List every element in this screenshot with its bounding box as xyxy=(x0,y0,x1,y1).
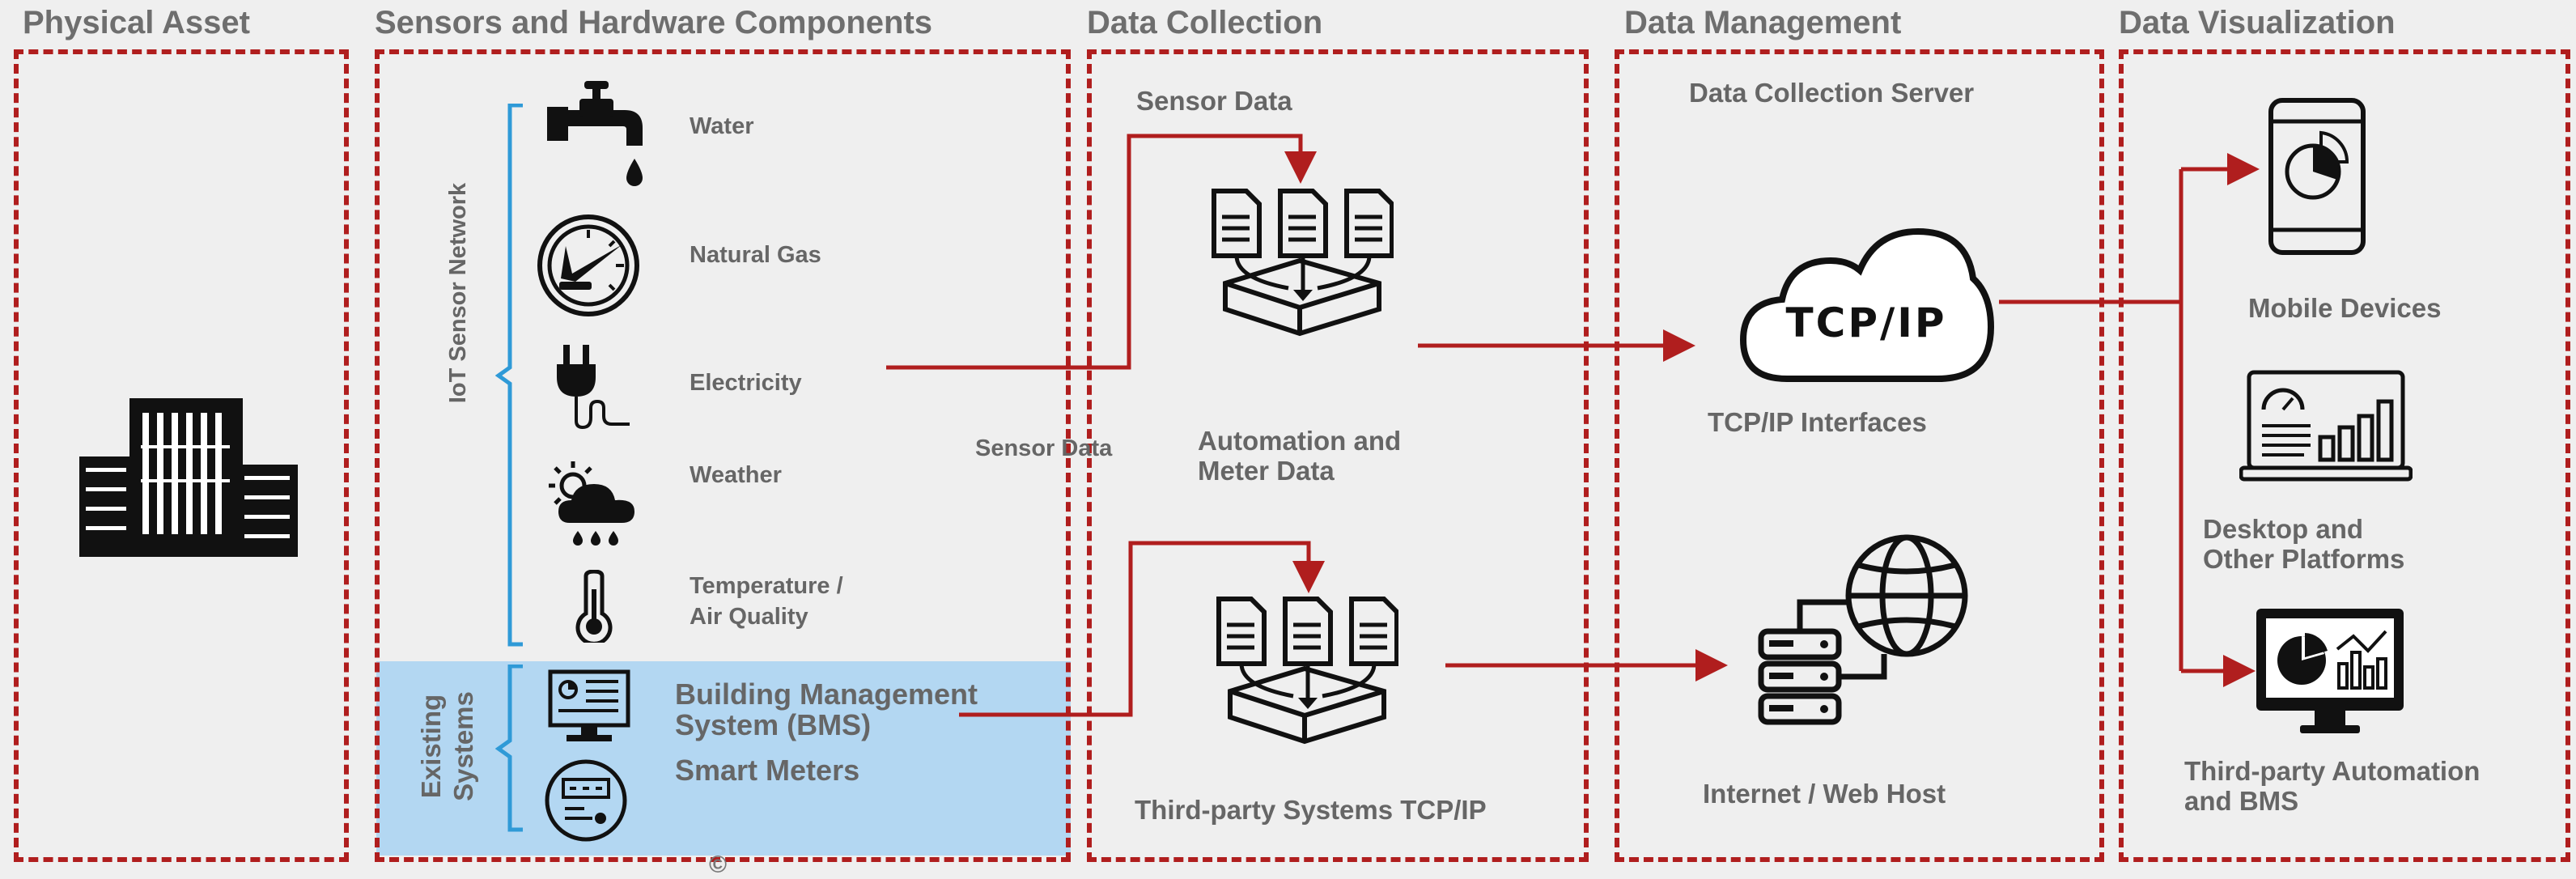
mobile-devices-label: Mobile Devices xyxy=(2248,293,2442,323)
iot-bracket xyxy=(495,104,523,647)
sensor-temperature-label: Temperature / xyxy=(690,573,843,599)
iot-network-label: IoT Sensor Network xyxy=(445,182,471,404)
smart-meter-icon xyxy=(544,758,628,843)
section-title-data-management: Data Management xyxy=(1624,5,1902,40)
third-party-automation-label-line1: Third-party Automation xyxy=(2184,756,2481,786)
mobile-device-icon xyxy=(2268,97,2366,256)
web-host-server-globe-icon xyxy=(1755,529,1973,748)
desktop-label-line1: Desktop and xyxy=(2203,514,2364,544)
physical-asset-box xyxy=(14,49,349,862)
data-collection-box xyxy=(1087,49,1589,862)
sensor-electricity-label: Electricity xyxy=(690,370,802,396)
third-party-systems-label: Third-party Systems TCP/IP xyxy=(1135,795,1487,825)
copyright-symbol: © xyxy=(709,851,728,878)
monitor-charts-icon xyxy=(2255,607,2405,737)
bms-label-line1: Building Management xyxy=(675,677,978,711)
electric-plug-icon xyxy=(555,343,633,432)
sensor-data-top-label: Sensor Data xyxy=(1136,86,1292,116)
existing-systems-bracket xyxy=(495,665,523,832)
building-icon xyxy=(79,398,298,557)
bms-monitor-icon xyxy=(547,669,631,746)
data-management-box xyxy=(1615,49,2104,862)
sensor-air-quality-label: Air Quality xyxy=(690,604,808,630)
section-title-sensors: Sensors and Hardware Components xyxy=(375,5,933,40)
automation-label-line2: Meter Data xyxy=(1198,456,1335,486)
bms-label-line2: System (BMS) xyxy=(675,708,872,741)
weather-cloud-rain-icon xyxy=(545,458,639,552)
water-tap-icon xyxy=(547,78,648,193)
tcpip-logo-text: TCP/IP xyxy=(1785,299,1947,346)
tcpip-cloud-icon: TCP/IP xyxy=(1738,228,1994,384)
sensor-data-side-label: Sensor Data xyxy=(975,435,1113,461)
sensor-water-label: Water xyxy=(690,113,754,139)
sensors-box xyxy=(375,49,1071,862)
data-visualization-box xyxy=(2119,49,2570,862)
tcpip-interfaces-label: TCP/IP Interfaces xyxy=(1708,407,1927,437)
thermometer-icon xyxy=(573,570,615,643)
third-party-documents-icon xyxy=(1216,596,1398,779)
web-host-label: Internet / Web Host xyxy=(1703,779,1946,809)
sensor-weather-label: Weather xyxy=(690,462,782,488)
documents-to-database-icon xyxy=(1211,188,1394,371)
section-title-data-collection: Data Collection xyxy=(1087,5,1323,40)
smart-meters-label: Smart Meters xyxy=(675,754,860,787)
data-collection-server-label: Data Collection Server xyxy=(1689,78,1975,108)
sensor-natural-gas-label: Natural Gas xyxy=(690,242,821,268)
third-party-automation-label-line2: and BMS xyxy=(2184,786,2299,816)
laptop-dashboard-icon xyxy=(2239,369,2413,484)
gas-meter-gauge-icon xyxy=(537,214,640,317)
section-title-physical-asset: Physical Asset xyxy=(23,5,250,40)
section-title-data-visualization: Data Visualization xyxy=(2119,5,2396,40)
automation-label-line1: Automation and xyxy=(1198,426,1402,456)
existing-systems-panel xyxy=(376,661,1071,856)
desktop-label-line2: Other Platforms xyxy=(2203,544,2405,574)
